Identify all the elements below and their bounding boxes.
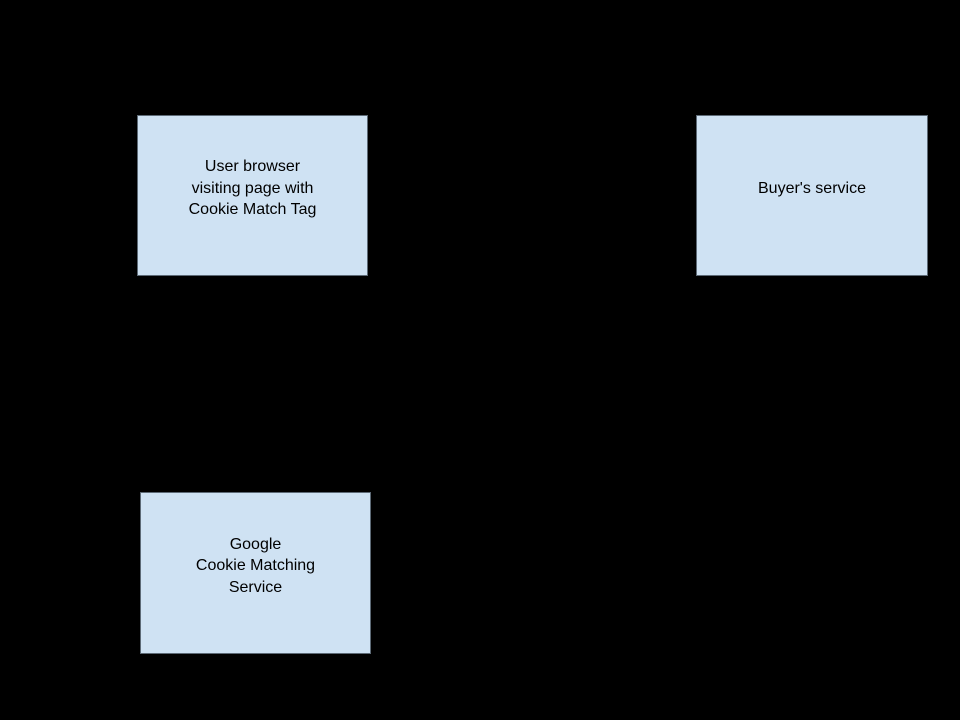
label-line: Buyer's service <box>758 179 866 197</box>
label-line: User browser <box>204 158 301 176</box>
node-buyers-service-label: Buyer's service <box>697 178 927 200</box>
node-user-browser-label: User browser visiting page with Cookie M… <box>138 156 367 221</box>
node-buyers-service: Buyer's service <box>696 115 928 276</box>
label-line: Cookie Match Tag <box>188 201 317 219</box>
label-line: Service <box>228 578 283 596</box>
node-user-browser: User browser visiting page with Cookie M… <box>137 115 368 276</box>
node-google-cookie-matching-service-label: Google Cookie Matching Service <box>141 534 370 599</box>
label-line: Cookie Matching <box>195 557 316 575</box>
label-line: Google <box>229 535 282 553</box>
node-google-cookie-matching-service: Google Cookie Matching Service <box>140 492 371 654</box>
label-line: visiting page with <box>191 179 314 197</box>
